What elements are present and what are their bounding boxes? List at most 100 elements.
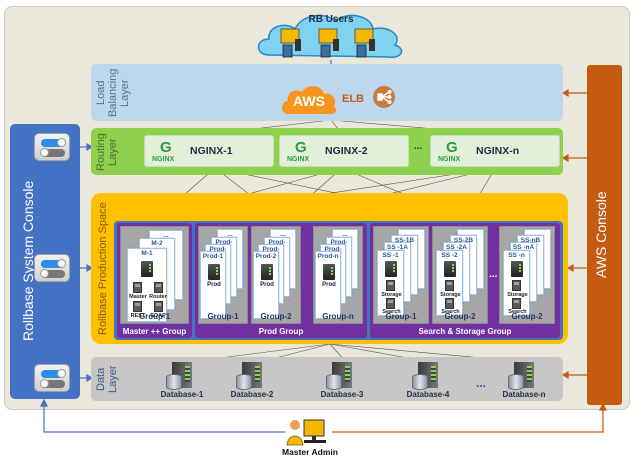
server-icon	[511, 261, 523, 277]
production-space-label: Rollbase Production Space	[97, 202, 109, 336]
toggle-on-switch	[41, 259, 66, 268]
database-node[interactable]: Database-3	[312, 362, 372, 400]
database-node[interactable]: Database-1	[152, 362, 212, 400]
routing-toggle[interactable]	[34, 133, 70, 161]
user-devices	[280, 28, 375, 58]
database-label: Database-n	[502, 390, 546, 399]
elb-icon	[373, 86, 395, 108]
aws-console-label: AWS Console	[593, 191, 609, 279]
component-label: Prod	[260, 282, 274, 288]
database-icon	[166, 374, 182, 390]
production-toggle[interactable]	[34, 254, 70, 282]
aws-cloud-icon	[282, 86, 337, 114]
database-label: Database-4	[406, 390, 450, 399]
database-label: Database-3	[320, 390, 364, 399]
database-icon	[326, 374, 342, 390]
routing-layer-label: Routing Layer	[95, 133, 119, 171]
nginx-node-label: NGINX-2	[325, 145, 368, 157]
toggle-on-switch	[41, 138, 66, 147]
server-icon	[261, 264, 273, 280]
master-card: M-1 Master Router REST SOAP	[127, 248, 167, 322]
search-icon	[512, 298, 521, 309]
users-label: RB Users	[308, 14, 354, 25]
server-icon	[208, 264, 220, 280]
master-group[interactable]: ... M-2 M-1 Master Router REST SOAP Grou…	[117, 223, 192, 338]
database-label: Database-2	[230, 390, 274, 399]
master-admin-label: Master Admin	[282, 447, 338, 457]
server-icon	[141, 261, 153, 277]
elb-text: ELB	[342, 93, 364, 105]
group-label: Group-n	[322, 312, 354, 321]
database-ellipsis: ...	[476, 376, 487, 390]
storage-icon	[386, 280, 395, 291]
component-label: Search	[382, 309, 401, 315]
users-cloud	[257, 14, 403, 58]
nginx-node-label: NGINX-n	[476, 145, 520, 157]
rest-icon	[133, 301, 142, 312]
prod-group-label: Prod Group	[258, 327, 304, 336]
server-icon	[385, 261, 397, 277]
group-label: Group-2	[260, 312, 292, 321]
database-label: Database-1	[160, 390, 204, 399]
soap-icon	[154, 301, 163, 312]
group-label: Group-1	[138, 312, 171, 321]
ss-group-ellipsis: ...	[489, 269, 498, 280]
component-label: Search	[508, 309, 527, 315]
aws-console[interactable]	[587, 65, 622, 405]
aws-text: AWS	[293, 93, 325, 109]
component-label: Prod	[207, 282, 221, 288]
component-label: Prod	[322, 282, 336, 288]
database-node[interactable]: Database-2	[222, 362, 282, 400]
group-label: Group-2	[444, 312, 476, 321]
group-label: Group-1	[207, 312, 239, 321]
load-balancing-layer-label: Load Balancing Layer	[95, 68, 131, 118]
rollbase-console-label: Rollbase System Console	[20, 180, 36, 342]
storage-icon	[445, 280, 454, 291]
search-icon	[386, 298, 395, 309]
data-layer-label: Data Layer	[95, 365, 119, 393]
database-node[interactable]: Database-4	[398, 362, 458, 400]
master-admin-icon	[286, 419, 326, 446]
master-group-label: Master ++ Group	[122, 327, 187, 336]
database-icon	[508, 374, 524, 390]
component-label: Search	[441, 309, 460, 315]
toggle-off-switch	[40, 379, 65, 388]
router-icon	[154, 282, 163, 293]
search-storage-group-label: Search & Storage Group	[418, 327, 512, 336]
nginx-ellipsis: ...	[414, 141, 423, 152]
component-label: Storage	[381, 292, 402, 298]
toggle-off-switch	[40, 148, 65, 157]
group-label: Group-1	[385, 312, 417, 321]
master-icon	[133, 282, 142, 293]
database-icon	[236, 374, 252, 390]
server-icon	[323, 264, 335, 280]
database-node[interactable]: Database-n	[494, 362, 554, 400]
toggle-off-switch	[40, 269, 65, 278]
database-icon	[412, 374, 428, 390]
toggle-on-switch	[41, 369, 66, 378]
data-toggle[interactable]	[34, 364, 70, 392]
component-label: Storage	[440, 292, 461, 298]
group-label: Group-2	[511, 312, 543, 321]
master-group-1: ... M-2 M-1 Master Router REST SOAP Grou…	[120, 226, 189, 324]
nginx-node-label: NGINX-1	[190, 145, 233, 157]
search-icon	[445, 298, 454, 309]
